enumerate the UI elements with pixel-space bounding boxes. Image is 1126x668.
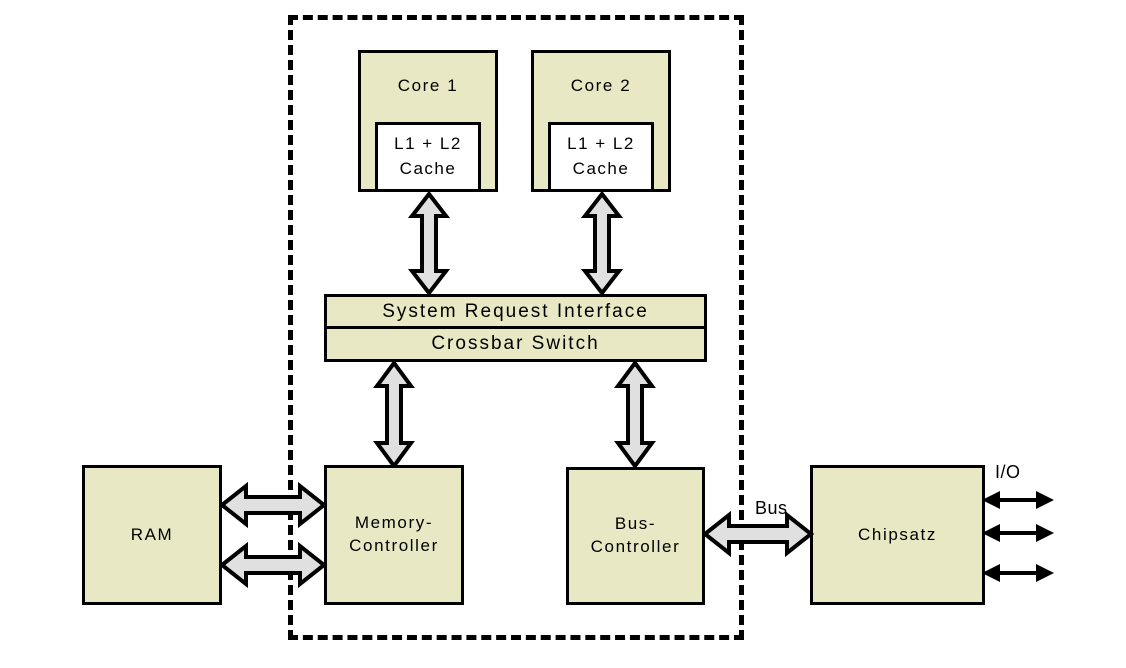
core-2-label: Core 2 xyxy=(570,76,632,95)
bus-controller-line1: Bus- xyxy=(614,514,657,534)
core-1-label: Core 1 xyxy=(397,76,459,95)
core-2-cache-line2: Cache xyxy=(572,159,630,178)
system-request-interface-block: System Request Interface xyxy=(324,294,707,329)
core-1-cache-line2: Cache xyxy=(399,159,457,178)
ram-to-memory-controller-lower-arrow xyxy=(218,541,328,589)
crossbar-switch-block: Crossbar Switch xyxy=(324,329,707,362)
chipset-io-arrow-2 xyxy=(982,524,1054,542)
cpu-die-dashed-boundary xyxy=(288,15,744,640)
ram-label: RAM xyxy=(130,524,174,544)
memory-controller-line1: Memory- xyxy=(354,513,434,533)
chipset-io-arrow-3 xyxy=(982,564,1054,582)
core-1-to-sri-arrow xyxy=(407,190,451,297)
core-2-cache-block: L1 + L2 Cache xyxy=(548,122,654,192)
crossbar-to-bus-controller-arrow xyxy=(614,359,656,470)
core-1-cache-block: L1 + L2 Cache xyxy=(375,122,481,192)
bus-controller-to-chipset-arrow xyxy=(701,510,815,558)
chipset-label: Chipsatz xyxy=(858,524,937,544)
ram-to-memory-controller-upper-arrow xyxy=(218,481,328,529)
crossbar-switch-label: Crossbar Switch xyxy=(431,333,600,354)
io-label: I/O xyxy=(995,462,1021,482)
core-2-to-sri-arrow xyxy=(580,190,624,297)
core-2-cache-line1: L1 + L2 xyxy=(567,134,635,154)
bus-label: Bus xyxy=(755,498,788,518)
bus-controller-block: Bus- Controller xyxy=(566,467,705,605)
core-1-cache-line1: L1 + L2 xyxy=(394,134,462,154)
memory-controller-line2: Controller xyxy=(349,536,439,555)
crossbar-to-memory-controller-arrow xyxy=(373,359,415,470)
memory-controller-block: Memory- Controller xyxy=(324,465,464,605)
chipset-block: Chipsatz xyxy=(810,465,985,605)
bus-controller-line2: Controller xyxy=(590,537,681,556)
system-request-interface-label: System Request Interface xyxy=(382,300,649,322)
chipset-io-arrow-1 xyxy=(982,491,1054,509)
ram-block: RAM xyxy=(82,465,222,605)
